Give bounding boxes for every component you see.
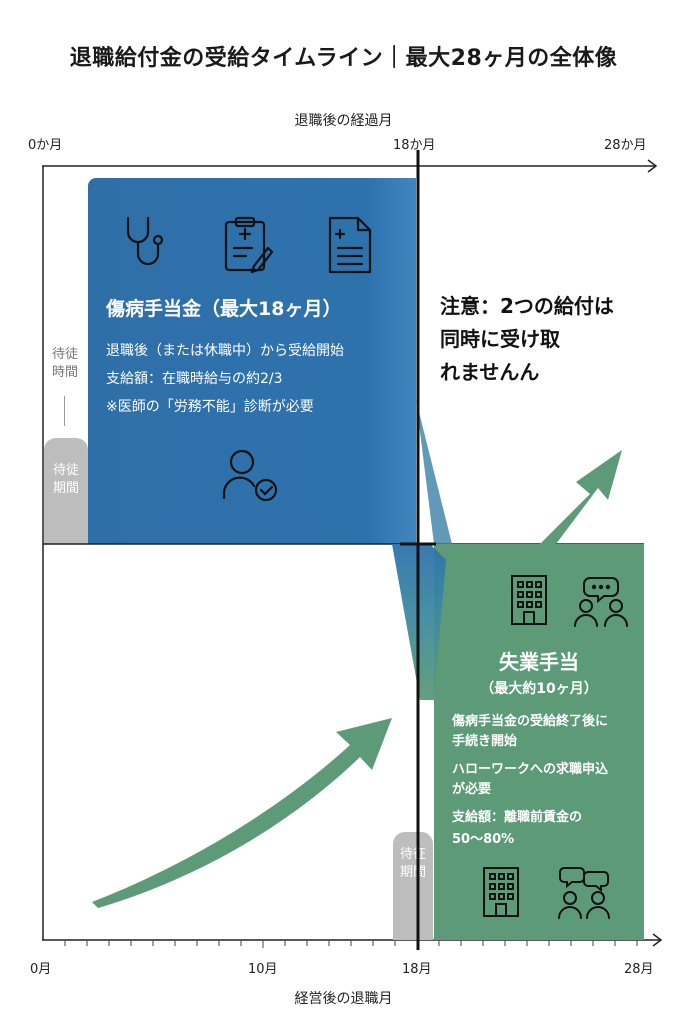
bottom-axis-arrowhead [652,933,663,947]
stethoscope-icon [126,216,164,266]
top-tick-18: 18か月 [393,138,436,153]
bottom-tick-0: 0月 [30,962,52,977]
sickness-line-2: 支給額：在職時給与の約2/3 [106,371,283,387]
caution-note: 注意：2つの給付は 同時に受け取 れませんん [440,290,614,389]
caution-line-3: れませんん [440,356,614,389]
wait-period-tab-upper: 待徒期間 [44,438,88,544]
caution-line-2: 同時に受け取 [440,327,560,351]
unemployment-line-3: ハローワークへの求職申込 [452,762,609,777]
bottom-tick-28: 28月 [624,962,654,977]
wait-divider [64,396,65,426]
unemployment-subtitle: （最大約10ヶ月） [480,681,598,697]
office-building-icon-lower [483,867,519,917]
office-building-icon [511,575,547,625]
clipboard-icon [224,216,274,274]
top-tick-0: 0か月 [28,138,63,153]
medical-document-icon [328,216,372,274]
wait-period-tab-lower: 待征期間 [393,832,433,940]
wait-time-label: 待徒時間 [46,346,84,382]
unemployment-line-2: 手続き開始 [452,734,518,749]
top-tick-28: 28か月 [604,138,647,153]
top-axis-label: 退職後の経過月 [294,113,393,129]
user-check-icon [222,449,278,502]
unemployment-title: 失業手当 [499,650,579,674]
bottom-tick-10: 10月 [248,962,278,977]
rising-arrow-lower [92,718,392,908]
bottom-tick-18: 18月 [402,962,432,977]
caution-line-3-suffix: ん [519,360,540,384]
unemployment-line-4: が必要 [452,782,492,797]
caution-line-1: 注意：2つの給付は [440,294,614,318]
top-axis-arrowhead [647,159,658,173]
wait-time-text: 待徒時間 [52,347,79,380]
sickness-line-1: 退職後（または休職中）から受給開始 [106,343,344,359]
unemployment-line-1: 傷病手当金の受給終了後に [452,714,609,729]
rising-arrow-upper [540,450,622,544]
consultation-icon [574,577,628,627]
page-title: 退職給付金の受給タイムライン｜最大28ヶ月の全体像 [69,46,618,71]
unemployment-line-6: 50〜80% [452,832,515,847]
bottom-axis-label: 経営後の退職月 [294,991,393,1007]
caution-line-3-text: れません [440,360,520,384]
sickness-line-3: ※医師の「労務不能」診断が必要 [106,399,314,415]
unemployment-line-5: 支給額：離職前賃金の [452,810,583,825]
bottom-axis-ticks [64,940,638,948]
consultation-icon-lower [558,867,610,919]
wait-period-upper-text: 待徒期間 [52,463,79,496]
unemployment-benefit-panel [434,544,644,940]
sickness-benefit-title: 傷病手当金（最大18ヶ月） [106,298,342,320]
